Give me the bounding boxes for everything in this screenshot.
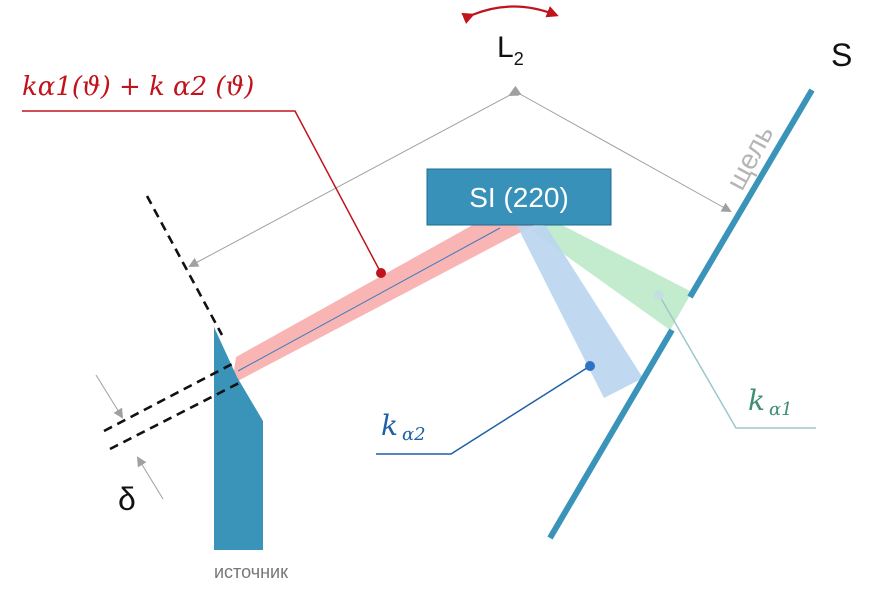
delta-line-lower (109, 380, 242, 451)
l2-label: L2 (497, 31, 524, 69)
screen-upper (687, 88, 815, 299)
k-alpha2-leader (376, 365, 591, 455)
l2-sub: 2 (514, 49, 524, 69)
k-alpha1-leader (658, 294, 816, 429)
red-dot (376, 268, 386, 278)
delta-label: δ (118, 481, 136, 517)
green-dot (654, 290, 664, 300)
sum-formula-leader (22, 110, 382, 274)
l2-left-arrow (188, 86, 520, 267)
k-alpha2-k: k (381, 409, 398, 442)
k-alpha1-sub: α1 (769, 399, 793, 420)
sum-formula-label: kα1(ϑ) + k α2 (ϑ) (22, 72, 254, 102)
delta-arrow-top (95, 374, 124, 419)
delta-arrow-bottom (136, 456, 164, 500)
screen-label: S (831, 37, 852, 73)
rotation-arrow (461, 5, 559, 24)
l2-right-arrow (510, 85, 732, 212)
crystal-label: SI (220) (469, 182, 569, 213)
blue-beam (517, 226, 643, 398)
l2-main: L (497, 31, 514, 64)
delta-line-upper (103, 361, 235, 433)
k-alpha2-sub: α2 (402, 424, 426, 445)
green-beam (530, 222, 692, 330)
red-beam (232, 207, 540, 384)
source-plane-dashed (145, 195, 224, 336)
source-label: источник (214, 562, 288, 582)
crystal-box (426, 168, 612, 226)
blue-dot (585, 361, 595, 371)
k-alpha1-k: k (748, 384, 765, 417)
screen-lower (547, 328, 675, 540)
source-shape (214, 327, 263, 550)
